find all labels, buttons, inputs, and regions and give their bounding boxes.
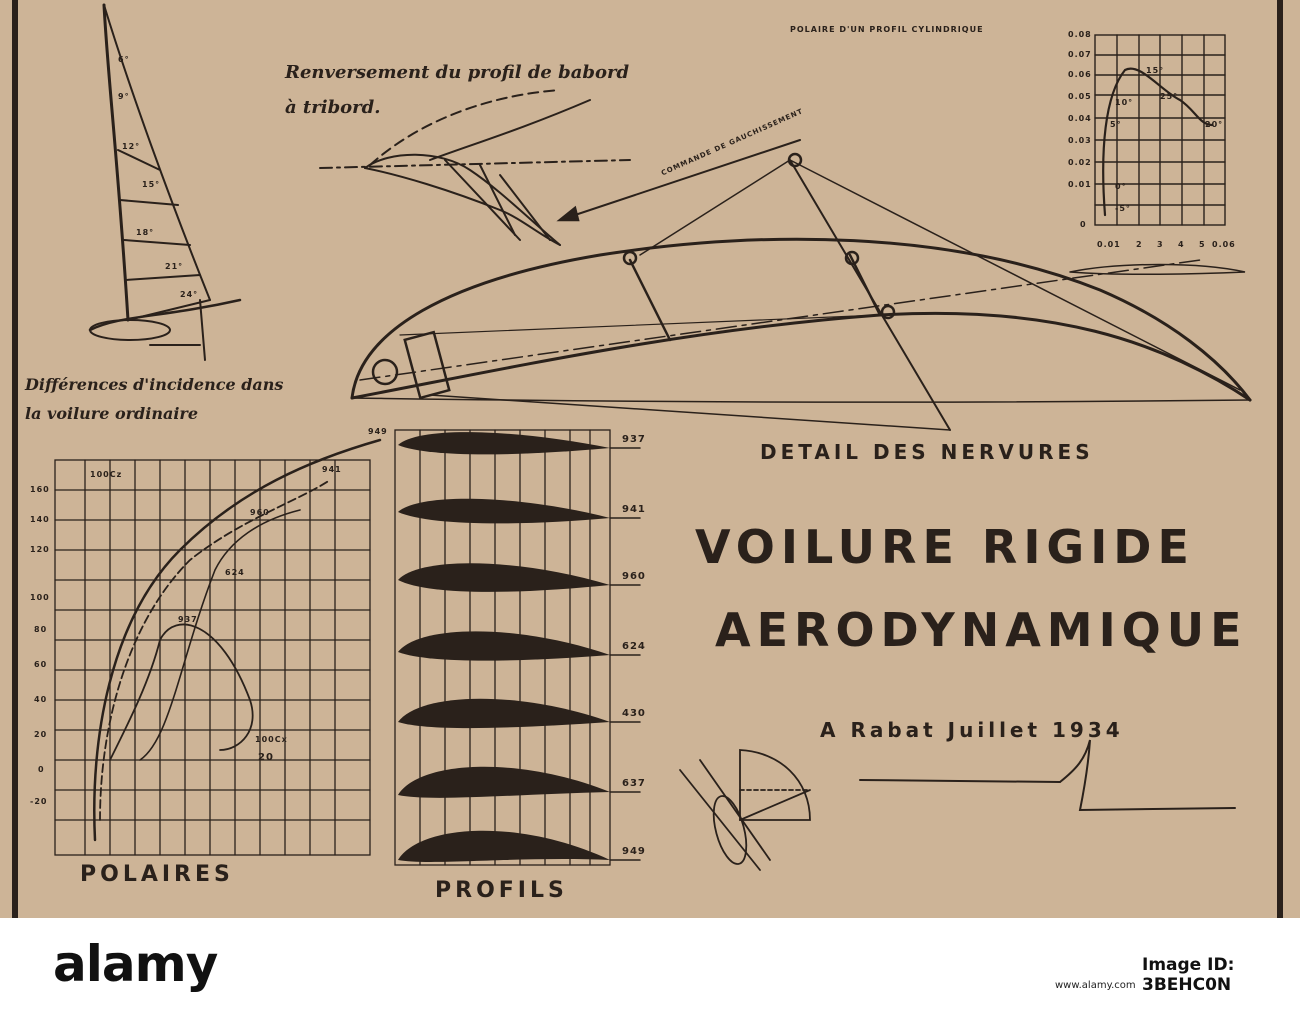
cyl-x-tick: 0.06 [1212,240,1236,249]
cylindrical-polar-grid [1069,34,1246,276]
polar-curve-label: 960 [250,508,270,517]
stock-credit: www.alamy.com [1055,980,1136,991]
polar-y-tick: -20 [30,797,48,806]
mast-angle: 24° [180,290,199,299]
mast-angle: 15° [142,180,161,189]
cyl-angle-label: 20° [1205,120,1224,129]
stock-footer [0,918,1300,1009]
cyl-y-tick: 0.04 [1068,114,1092,123]
polar-x-label: 100Cx [255,735,288,744]
cyl-angle-label: 10° [1115,98,1134,107]
cyl-x-tick: 5 [1199,240,1206,249]
differences-label-2: la voilure ordinaire [25,404,199,423]
cyl-angle-label: -5° [1115,204,1131,213]
cyl-angle-label: 25° [1160,92,1179,101]
differences-label: Différences d'incidence dans [25,375,284,394]
profile-number: 624 [622,641,646,652]
cyl-angle-label: 5° [1110,120,1122,129]
stock-image-id: Image ID: 3BEHC0N [1142,955,1235,995]
polar-y-tick: 140 [30,515,50,524]
reversal-label: Renversement du profil de babord [285,62,630,83]
title-line-1: Voilure Rigide [695,520,1195,574]
cyl-y-tick: 0.08 [1068,30,1092,39]
cyl-y-tick: 0.02 [1068,158,1092,167]
polar-y-tick: 100 [30,593,50,602]
cyl-x-tick: 3 [1157,240,1164,249]
profile-ticks [609,447,641,861]
polar-curve-label: 937 [178,615,198,624]
cyl-angle-label: 0° [1115,182,1127,191]
reversal-label-2: à tribord. [285,97,381,118]
alamy-logo: alamy [53,935,218,993]
rib-detail-diagram [350,139,1252,431]
polar-y-tick: 20 [34,730,48,739]
mechanism-diagram [679,749,811,871]
polar-y-label: 100Cz [90,470,123,479]
place-date: A Rabat Juillet 1934 [820,718,1124,742]
polar-y-tick: 80 [34,625,48,634]
polar-curve-label: 949 [368,427,388,436]
signature [859,739,1236,812]
polaires-label: POLAIRES [80,862,234,887]
polar-y-tick: 120 [30,545,50,554]
polar-curve-label: 941 [322,465,342,474]
profile-number: 637 [622,778,646,789]
reversal-diagram [319,89,631,246]
technical-drawing [12,0,1283,918]
cyl-y-tick: 0.05 [1068,92,1092,101]
mast-angle: 18° [136,228,155,237]
profile-number: 430 [622,708,646,719]
profils-label: PROFILS [435,878,568,903]
cyl-x-tick: 0.01 [1097,240,1121,249]
drawing-sheet: Voilure Rigide Aerodynamique A Rabat Jui… [0,0,1300,918]
cyl-angle-label: 15° [1146,66,1165,75]
mast-angle: 12° [122,142,141,151]
profile-number: 949 [622,846,646,857]
title-line-2: Aerodynamique [715,603,1248,657]
profile-number: 941 [622,504,646,515]
mast-angle: 6° [118,55,130,64]
polar-y-tick: 60 [34,660,48,669]
mast-angle: 9° [118,92,130,101]
detail-label: DETAIL DES NERVURES [760,440,1094,464]
polar-x-tick: 20 [258,752,274,763]
polar-y-tick: 40 [34,695,48,704]
cyl-y-tick: 0 [1080,220,1087,229]
cyl-y-tick: 0.06 [1068,70,1092,79]
polar-chart-grid [54,438,382,856]
profile-number: 937 [622,434,646,445]
cyl-polar-title: POLAIRE D'UN PROFIL CYLINDRIQUE [790,25,984,34]
polar-curve-label: 624 [225,568,245,577]
mast-angle: 21° [165,262,184,271]
airfoil-profiles [398,432,610,862]
cyl-y-tick: 0.01 [1068,180,1092,189]
profile-number: 960 [622,571,646,582]
polar-y-tick: 160 [30,485,50,494]
cyl-x-tick: 2 [1136,240,1143,249]
cyl-y-tick: 0.03 [1068,136,1092,145]
sail-incidence-diagram [88,3,242,361]
cyl-y-tick: 0.07 [1068,50,1092,59]
cyl-x-tick: 4 [1178,240,1185,249]
polar-y-tick: 0 [38,765,45,774]
